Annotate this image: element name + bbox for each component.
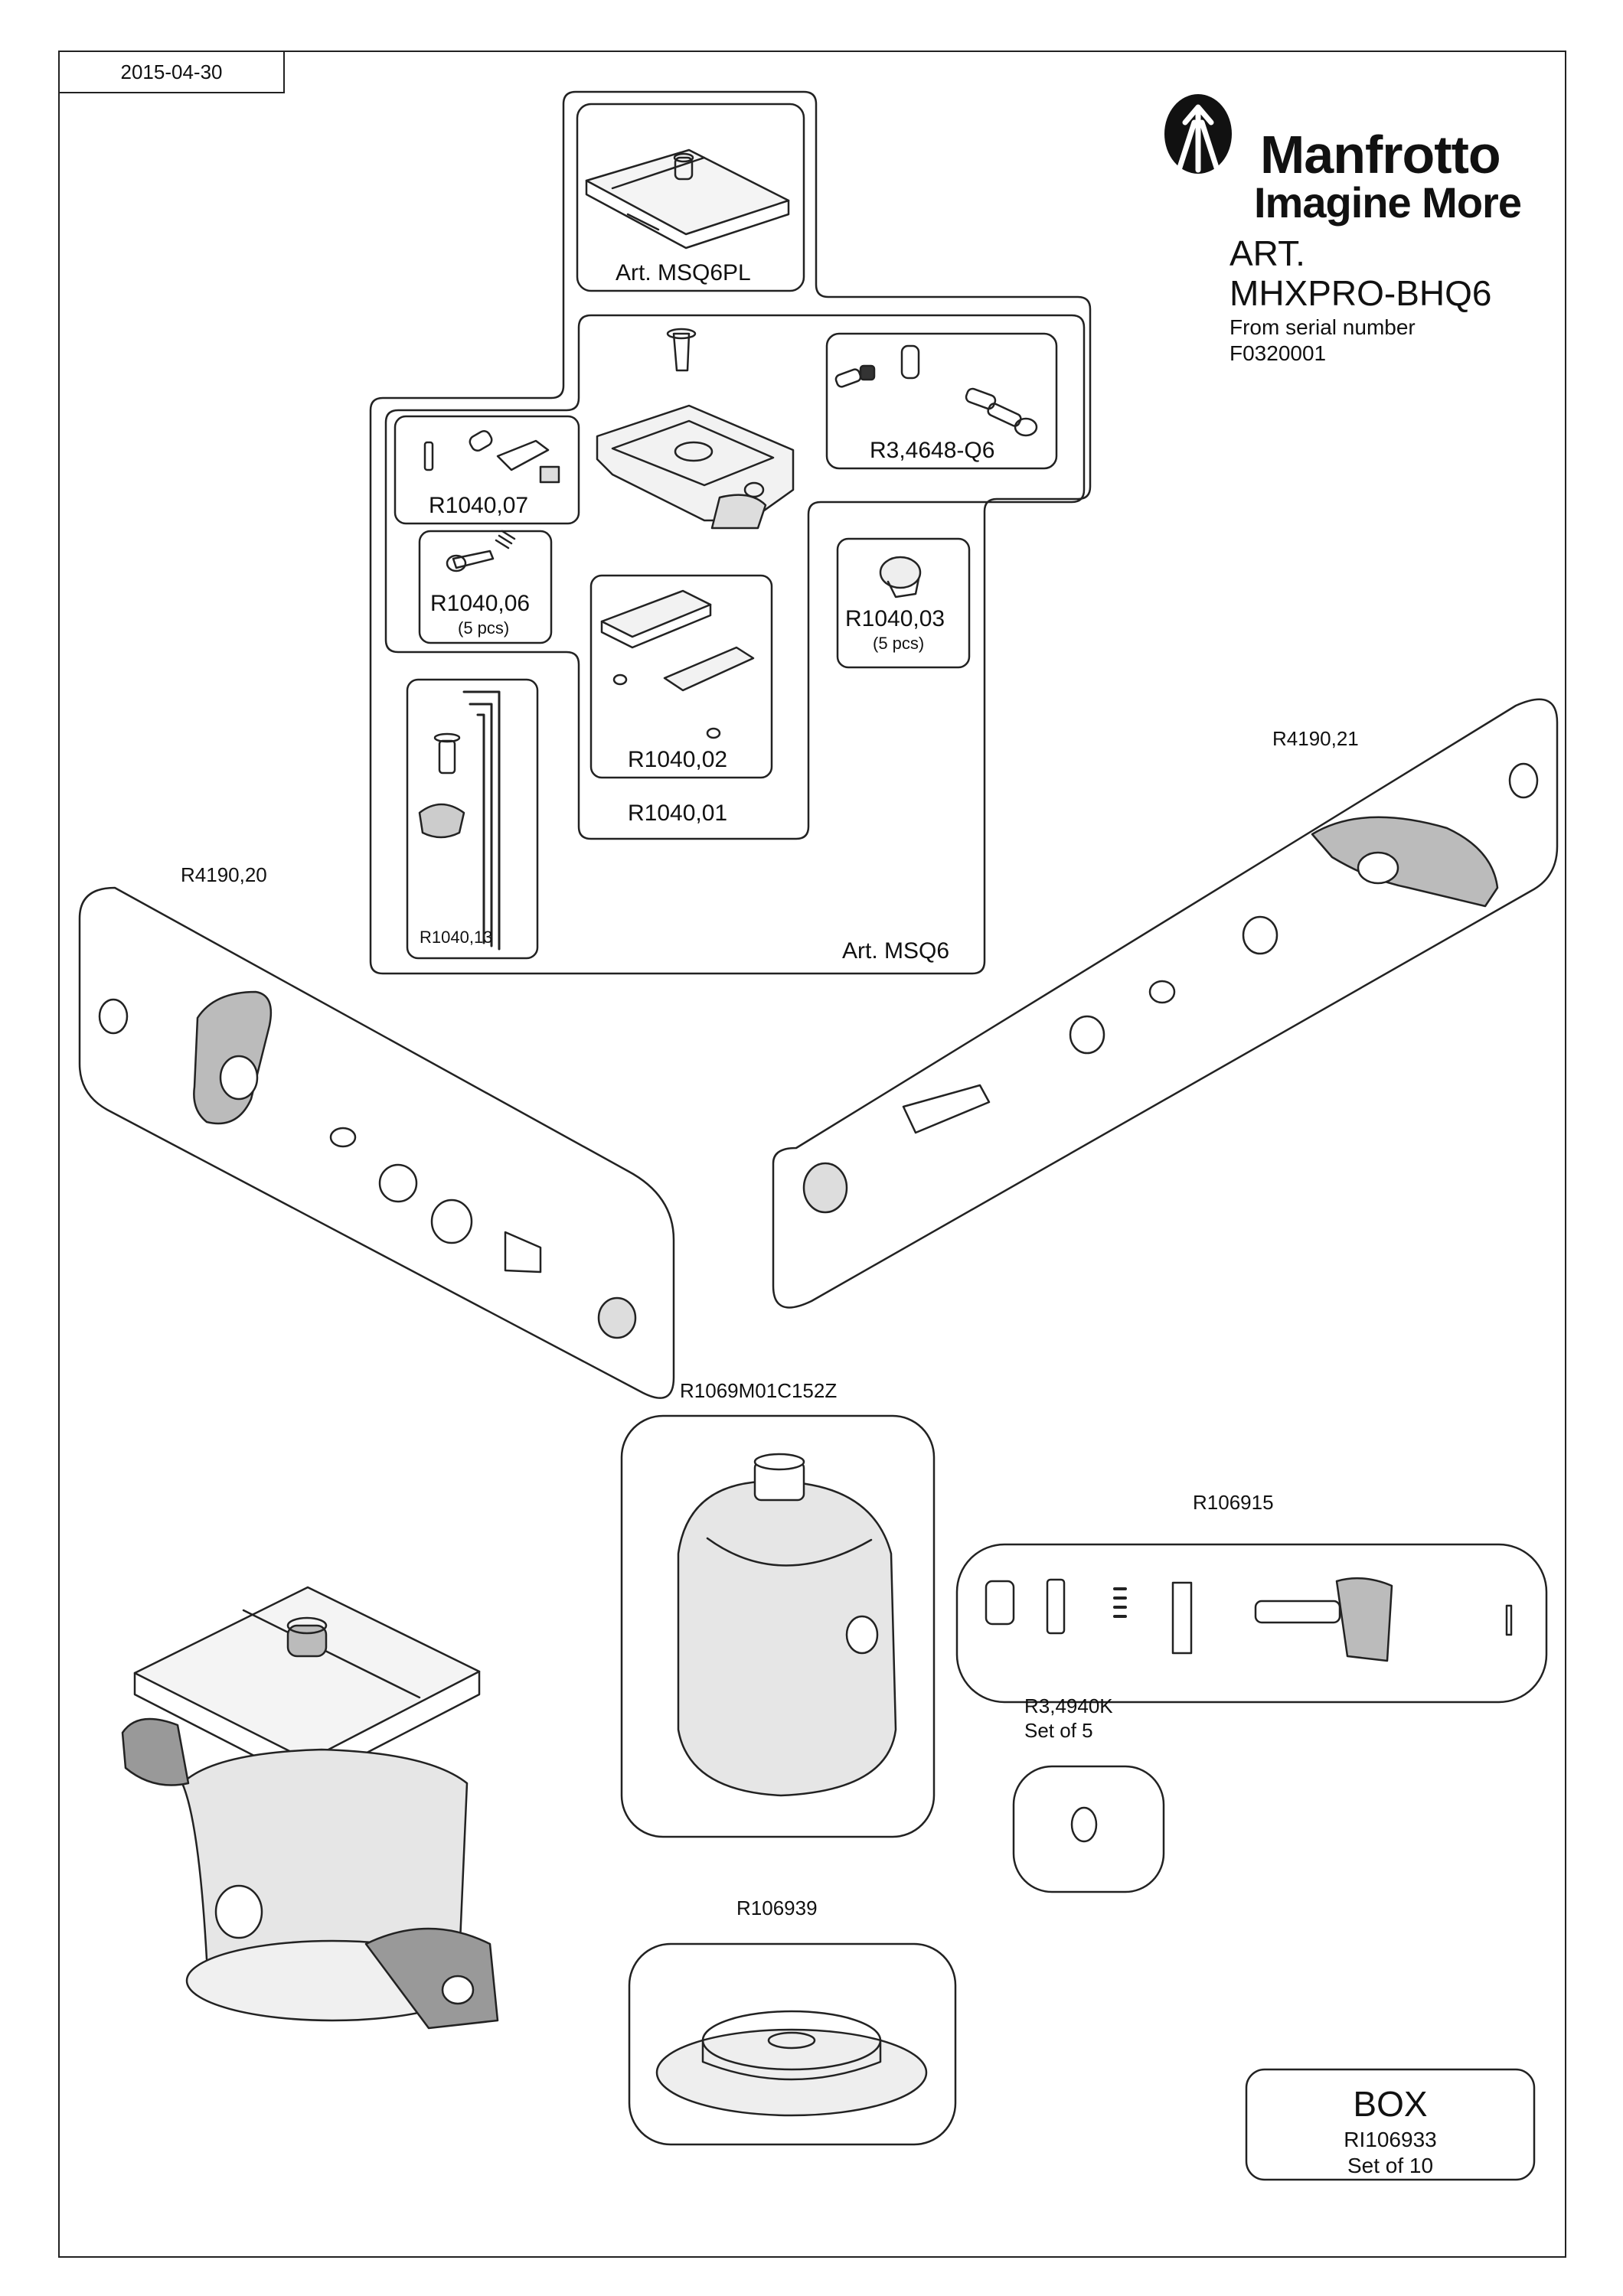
label-msq6: Art. MSQ6 <box>842 938 950 964</box>
label-r1040-07: R1040,07 <box>429 493 529 518</box>
label-r106939: R106939 <box>736 1896 818 1919</box>
date-label: 2015-04-30 <box>58 51 285 93</box>
head-body-drawing <box>677 1453 897 1797</box>
washer-r3-4940k-drawing <box>1070 1806 1098 1843</box>
parts-r1040-13-drawing <box>418 690 501 951</box>
serial-caption: From serial number <box>1229 315 1416 339</box>
box-qty: Set of 10 <box>1347 2154 1434 2177</box>
label-r1040-03-qty: (5 pcs) <box>873 634 925 653</box>
label-r1040-01: R1040,01 <box>628 801 728 826</box>
parts-r106915-drawing <box>985 1577 1513 1662</box>
box-r4190-20 <box>78 886 675 1399</box>
label-r4190-20: R4190,20 <box>181 863 267 886</box>
label-r1040-02: R1040,02 <box>628 747 728 772</box>
box-r4190-21 <box>772 698 1559 1309</box>
parts-r4190-20-drawing <box>98 990 637 1339</box>
box-r1069m01c152z <box>620 1414 936 1838</box>
serial-number: F0320001 <box>1229 341 1327 365</box>
plate-msq6pl-drawing <box>585 148 790 249</box>
drawing-frame <box>58 51 1566 2258</box>
label-r106915: R106915 <box>1193 1491 1274 1514</box>
label-r3-4648-q6: R3,4648-Q6 <box>870 438 995 463</box>
box-r106939 <box>628 1942 957 2146</box>
label-r1040-13: R1040,13 <box>420 928 493 947</box>
box-r1040-03 <box>836 537 971 669</box>
box-packaging <box>1245 2068 1536 2181</box>
knob-r1040-03-drawing <box>879 556 922 598</box>
article-code: MHXPRO-BHQ6 <box>1229 273 1492 313</box>
parts-r1040-06-drawing <box>446 530 516 572</box>
box-r106915 <box>955 1543 1548 1704</box>
box-r1040-07 <box>394 415 580 525</box>
box-r3-4648-q6 <box>825 332 1058 470</box>
box-title: BOX <box>1353 2084 1428 2124</box>
parts-r4190-21-drawing <box>802 762 1539 1214</box>
base-r106939-drawing <box>655 2010 928 2117</box>
label-r1069m01c152z: R1069M01C152Z <box>680 1379 838 1402</box>
box-r1040-06 <box>418 530 553 644</box>
manfrotto-logo-icon <box>1164 94 1232 174</box>
article-label: ART. <box>1229 233 1305 273</box>
parts-r3-4648-q6-drawing <box>834 344 1038 437</box>
brand-name: Manfrotto <box>1260 125 1501 184</box>
assembled-ball-head-drawing <box>121 1586 499 2030</box>
parts-r1040-07-drawing <box>423 430 560 484</box>
label-r1040-06-qty: (5 pcs) <box>458 618 510 638</box>
box-code: RI106933 <box>1344 2128 1437 2151</box>
box-r1040-02 <box>589 574 773 779</box>
label-r3-4940k-qty: Set of 5 <box>1024 1719 1093 1742</box>
msq6-inner-outline <box>384 314 1086 840</box>
box-r3-4940k <box>1012 1765 1165 1893</box>
label-r1040-06: R1040,06 <box>430 591 531 616</box>
box-msq6pl <box>576 103 805 292</box>
clamp-body-drawing <box>596 328 795 530</box>
parts-r1040-02-drawing <box>600 589 755 739</box>
msq6-group-outline <box>369 90 1092 975</box>
box-r1040-13 <box>406 678 539 960</box>
brand-tagline: Imagine More <box>1254 178 1522 227</box>
label-msq6pl: Art. MSQ6PL <box>616 260 751 285</box>
label-r1040-03: R1040,03 <box>845 606 945 631</box>
label-r4190-21: R4190,21 <box>1272 727 1359 750</box>
label-r3-4940k: R3,4940K <box>1024 1694 1113 1717</box>
